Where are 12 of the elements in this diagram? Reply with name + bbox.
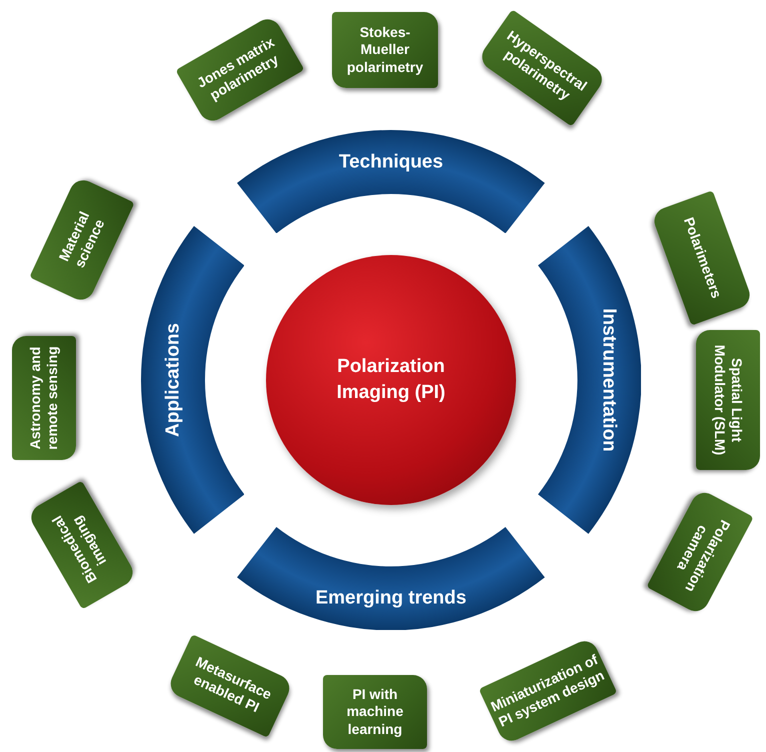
segment-label: Instrumentation bbox=[599, 308, 618, 452]
ring-segment bbox=[141, 226, 244, 534]
segment-label: Emerging trends bbox=[316, 588, 466, 608]
topic-box: Spatial Light Modulator (SLM) bbox=[696, 330, 760, 470]
ring-segment bbox=[237, 526, 545, 630]
segment-label: Applications bbox=[164, 322, 182, 437]
ring-segment bbox=[538, 226, 641, 534]
topic-box: Stokes-Mueller polarimetry bbox=[332, 12, 438, 88]
topic-box: Astronomy and remote sensing bbox=[12, 336, 76, 460]
ring-segment bbox=[237, 130, 545, 234]
topic-box: PI with machine learning bbox=[323, 675, 427, 749]
segment-label: Techniques bbox=[338, 152, 444, 172]
